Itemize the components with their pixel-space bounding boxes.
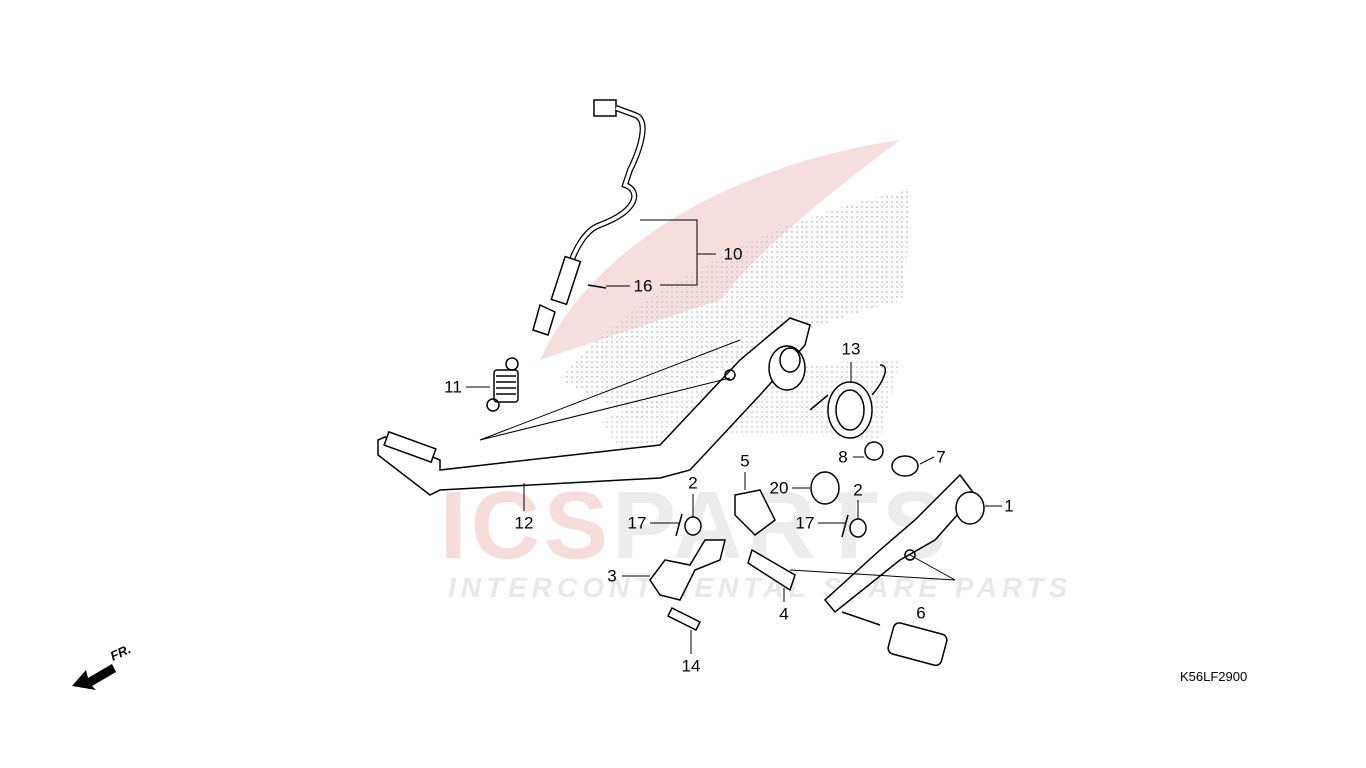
diagram-code: K56LF2900 <box>1180 669 1248 684</box>
callout-17[interactable]: 17 <box>627 513 647 533</box>
callout-2[interactable]: 2 <box>688 473 698 493</box>
callout-4[interactable]: 4 <box>779 604 789 624</box>
leader-lines <box>466 219 1002 654</box>
part-5-joint <box>734 489 776 536</box>
part-10-switch-cable <box>532 99 646 336</box>
callout-5[interactable]: 5 <box>740 451 750 471</box>
callout-13[interactable]: 13 <box>841 339 861 359</box>
callout-8[interactable]: 8 <box>838 447 848 467</box>
part-7-washer <box>891 455 919 477</box>
part-17-cotter-pin <box>675 513 683 537</box>
callout-11[interactable]: 11 <box>444 377 462 397</box>
part-20-bushing <box>810 471 840 505</box>
callout-14[interactable]: 14 <box>681 656 701 676</box>
front-arrow-icon <box>72 664 116 690</box>
callout-16[interactable]: 16 <box>633 276 653 296</box>
part-1-pedal-arm <box>823 473 985 626</box>
part-17-cotter-pin <box>841 514 849 538</box>
callout-17[interactable]: 17 <box>795 513 815 533</box>
callout-2[interactable]: 2 <box>853 480 863 500</box>
part-14-bolt <box>666 606 702 632</box>
part-4-pin <box>747 548 796 592</box>
part-2-washer <box>849 518 867 538</box>
part-11-spring <box>486 357 519 412</box>
part-6-pedal-rubber <box>887 622 948 667</box>
callout-3[interactable]: 3 <box>607 566 617 586</box>
watermark-tagline: INTERCONTINENTAL SPARE PARTS <box>448 572 1073 603</box>
part-2-washer <box>684 516 702 536</box>
callout-10[interactable]: 10 <box>723 244 743 264</box>
part-8-circlip <box>864 441 884 461</box>
part-12-brake-pedal <box>377 317 811 496</box>
part-3-bracket <box>649 539 726 601</box>
callout-1[interactable]: 1 <box>1004 496 1014 516</box>
part-13-return-spring <box>809 364 887 439</box>
callout-6[interactable]: 6 <box>916 603 926 623</box>
callout-7[interactable]: 7 <box>936 447 946 467</box>
callout-20[interactable]: 20 <box>769 478 789 498</box>
callout-12[interactable]: 12 <box>514 513 534 533</box>
part-16-clip <box>587 284 607 289</box>
